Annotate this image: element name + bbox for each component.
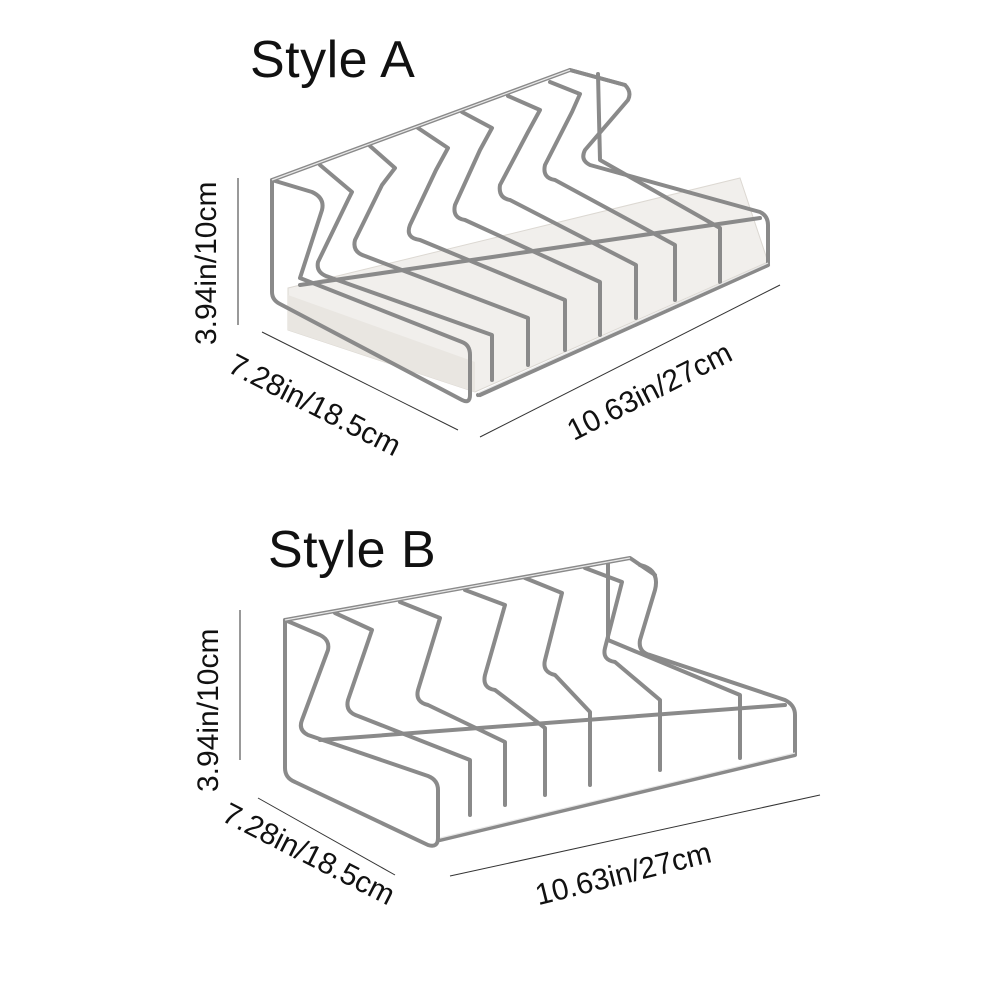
style-a-title: Style A [250,31,416,89]
style-a-rack-image [237,68,781,438]
style-b-rack-image [239,556,821,877]
style-b-title: Style B [268,521,437,579]
